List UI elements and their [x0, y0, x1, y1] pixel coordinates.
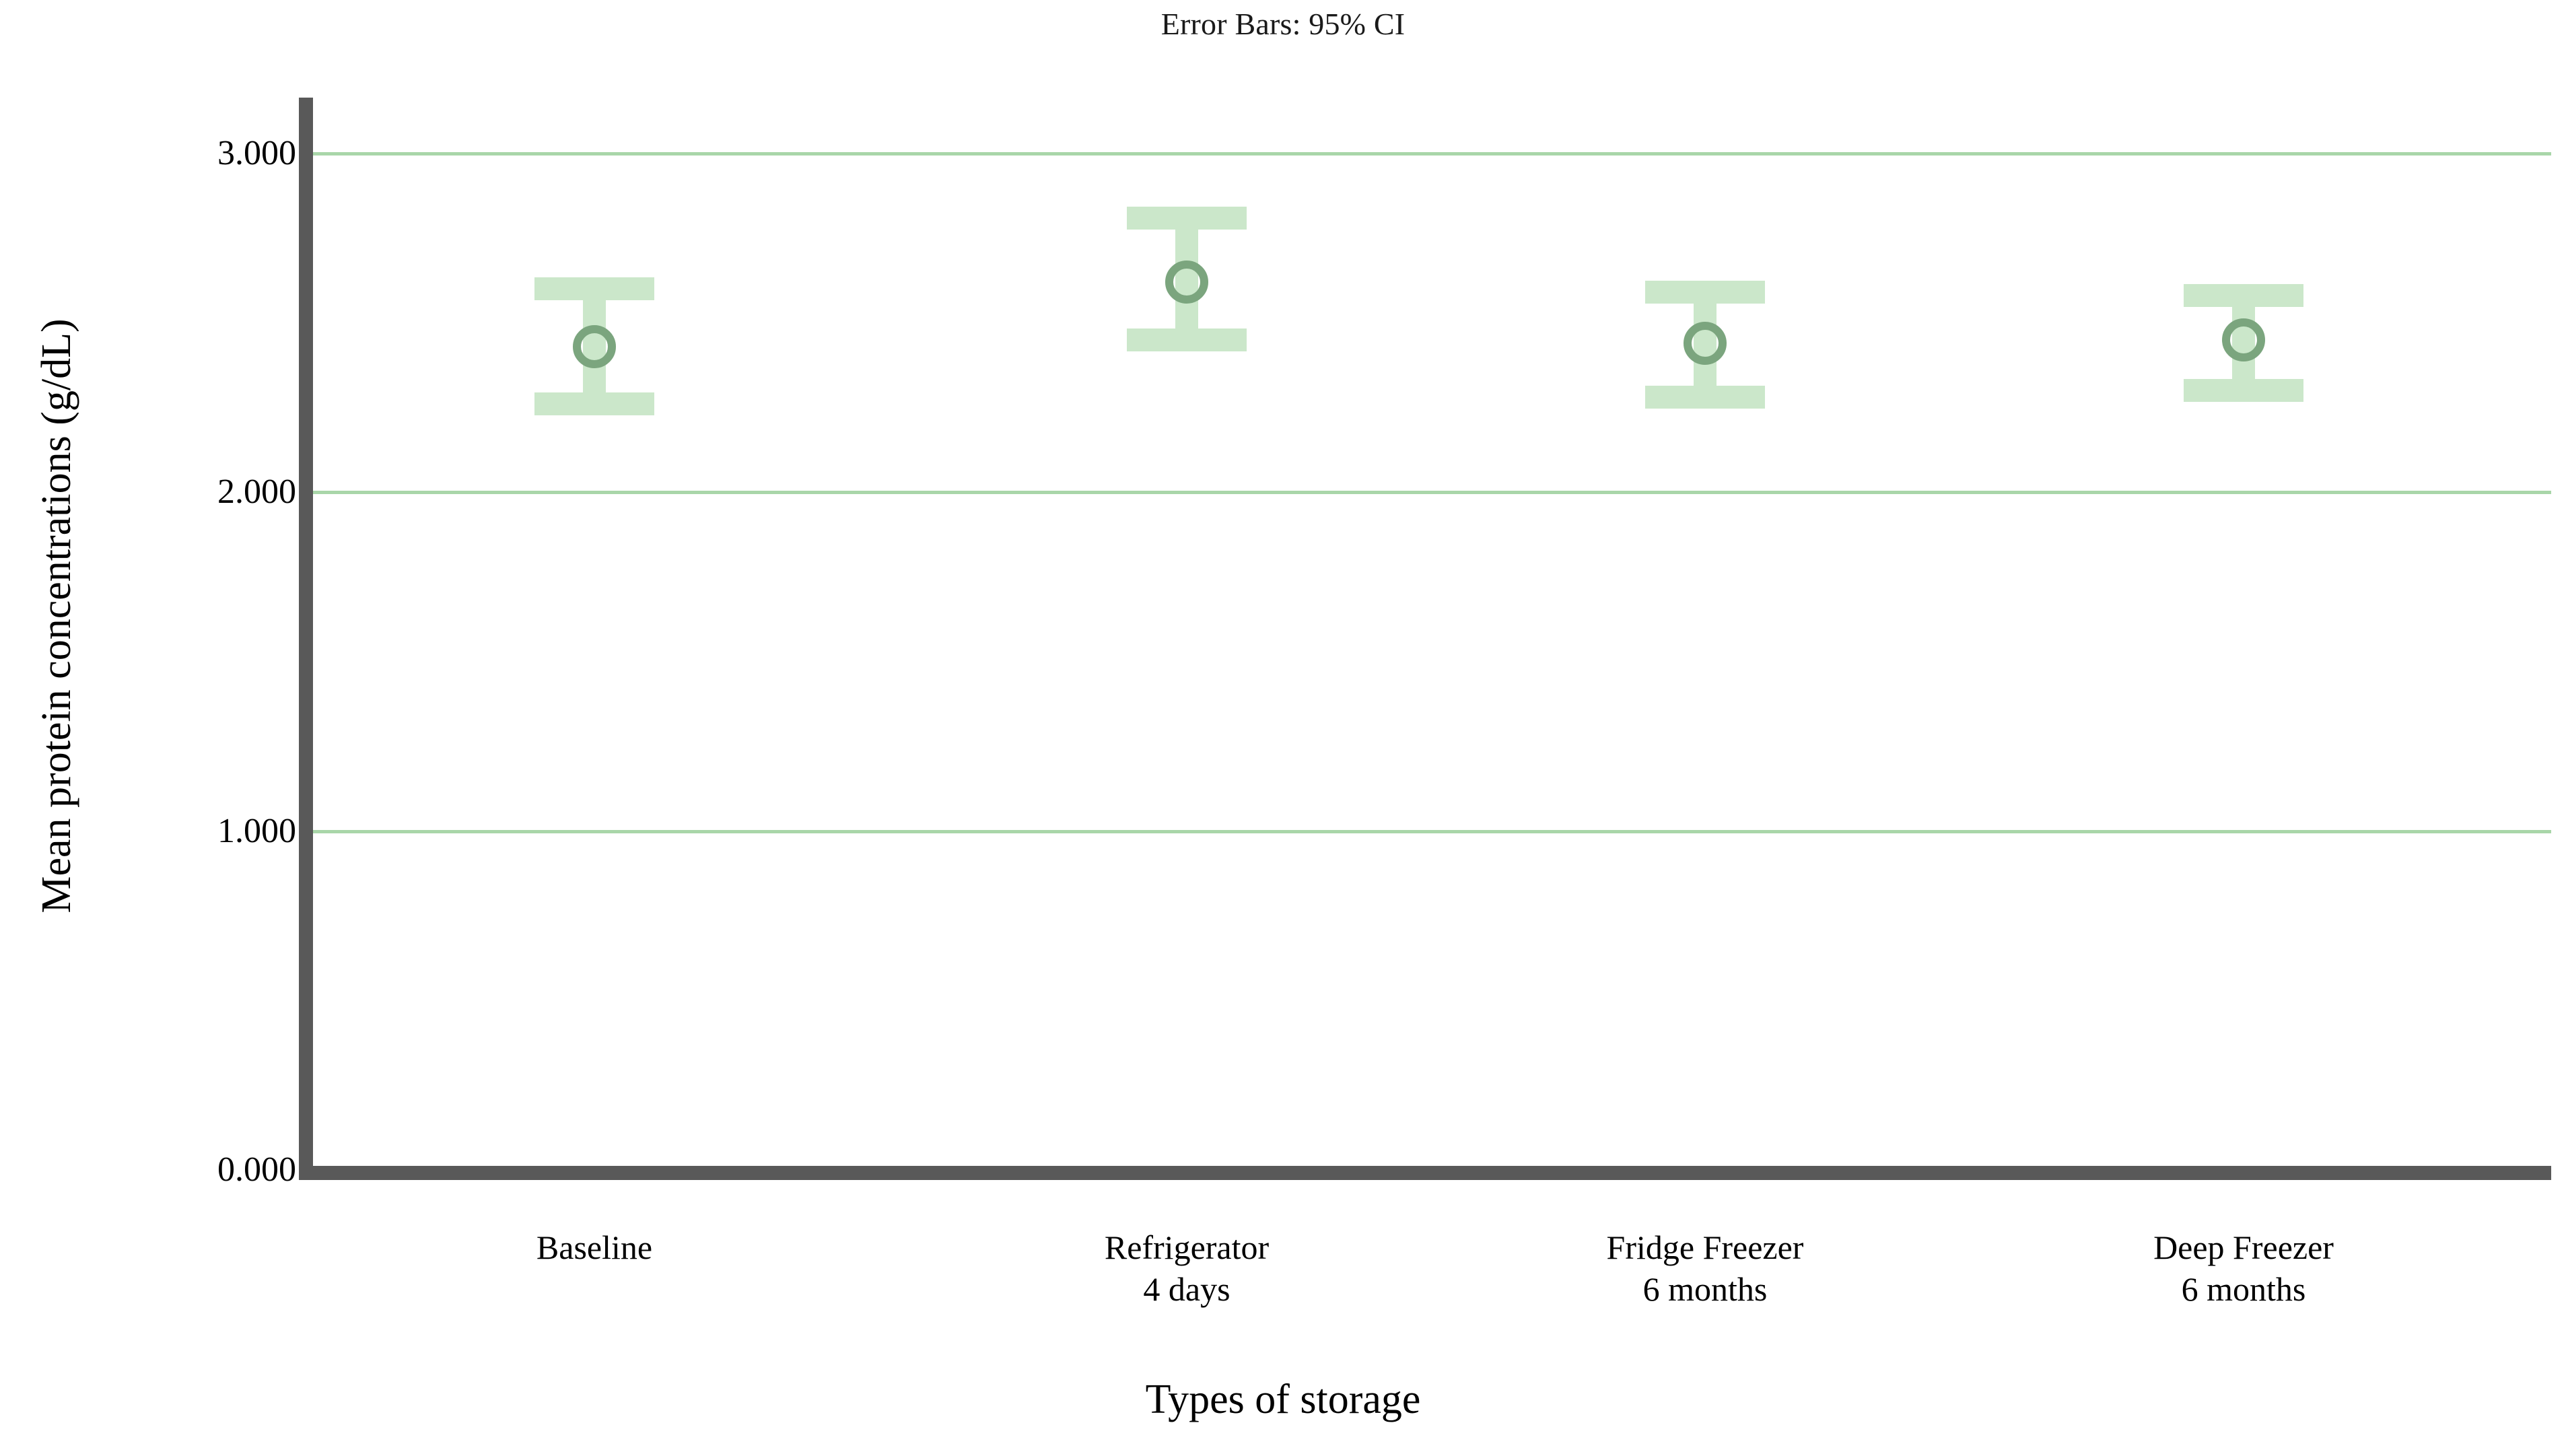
error-bar-cap-lower	[1127, 328, 1247, 351]
error-bar-cap-lower	[2184, 379, 2303, 403]
error-bar-cap-upper	[1127, 206, 1247, 230]
error-bar-cap-upper	[2184, 284, 2303, 308]
x-tick-label-line2: 6 months	[2181, 1270, 2306, 1308]
error-bar-cap-lower	[534, 392, 654, 416]
x-tick-label: Baseline	[339, 1226, 850, 1268]
x-tick-label-line1: Baseline	[536, 1228, 653, 1266]
x-tick-label-line1: Refrigerator	[1104, 1228, 1270, 1266]
mean-marker-circle-icon	[1165, 261, 1208, 304]
y-tick-label: 3.000	[217, 134, 296, 172]
error-bar-cap-lower	[1645, 386, 1765, 409]
x-axis-title: Types of storage	[1145, 1377, 1421, 1422]
gridline-2.000	[313, 491, 2551, 495]
x-tick-label-line1: Fridge Freezer	[1606, 1228, 1804, 1266]
error-bar-cap-upper	[1645, 281, 1765, 304]
gridline-1.000	[313, 829, 2551, 833]
y-axis-spine	[299, 98, 313, 1180]
x-tick-label: Refrigerator 4 days	[931, 1226, 1443, 1310]
y-tick-label: 2.000	[217, 473, 296, 512]
x-tick-label-line1: Deep Freezer	[2153, 1228, 2334, 1266]
mean-marker-circle-icon	[1684, 321, 1727, 365]
x-tick-label: Fridge Freezer 6 months	[1449, 1226, 1961, 1310]
x-tick-label-line2: 6 months	[1642, 1270, 1768, 1308]
y-axis-title: Mean protein concentrations (g/dL)	[34, 318, 79, 913]
plot-area	[313, 98, 2551, 1170]
x-tick-label: Deep Freezer 6 months	[1988, 1226, 2499, 1310]
mean-marker-circle-icon	[573, 324, 616, 368]
gridline-3.000	[313, 152, 2551, 155]
y-tick-label: 1.000	[217, 811, 296, 850]
error-bar-cap-upper	[534, 277, 654, 301]
x-axis-spine	[299, 1166, 2551, 1180]
chart-title: Error Bars: 95% CI	[1160, 7, 1406, 41]
y-tick-label: 0.000	[217, 1150, 296, 1189]
x-tick-label-line2: 4 days	[1143, 1270, 1230, 1308]
mean-marker-circle-icon	[2222, 318, 2265, 361]
